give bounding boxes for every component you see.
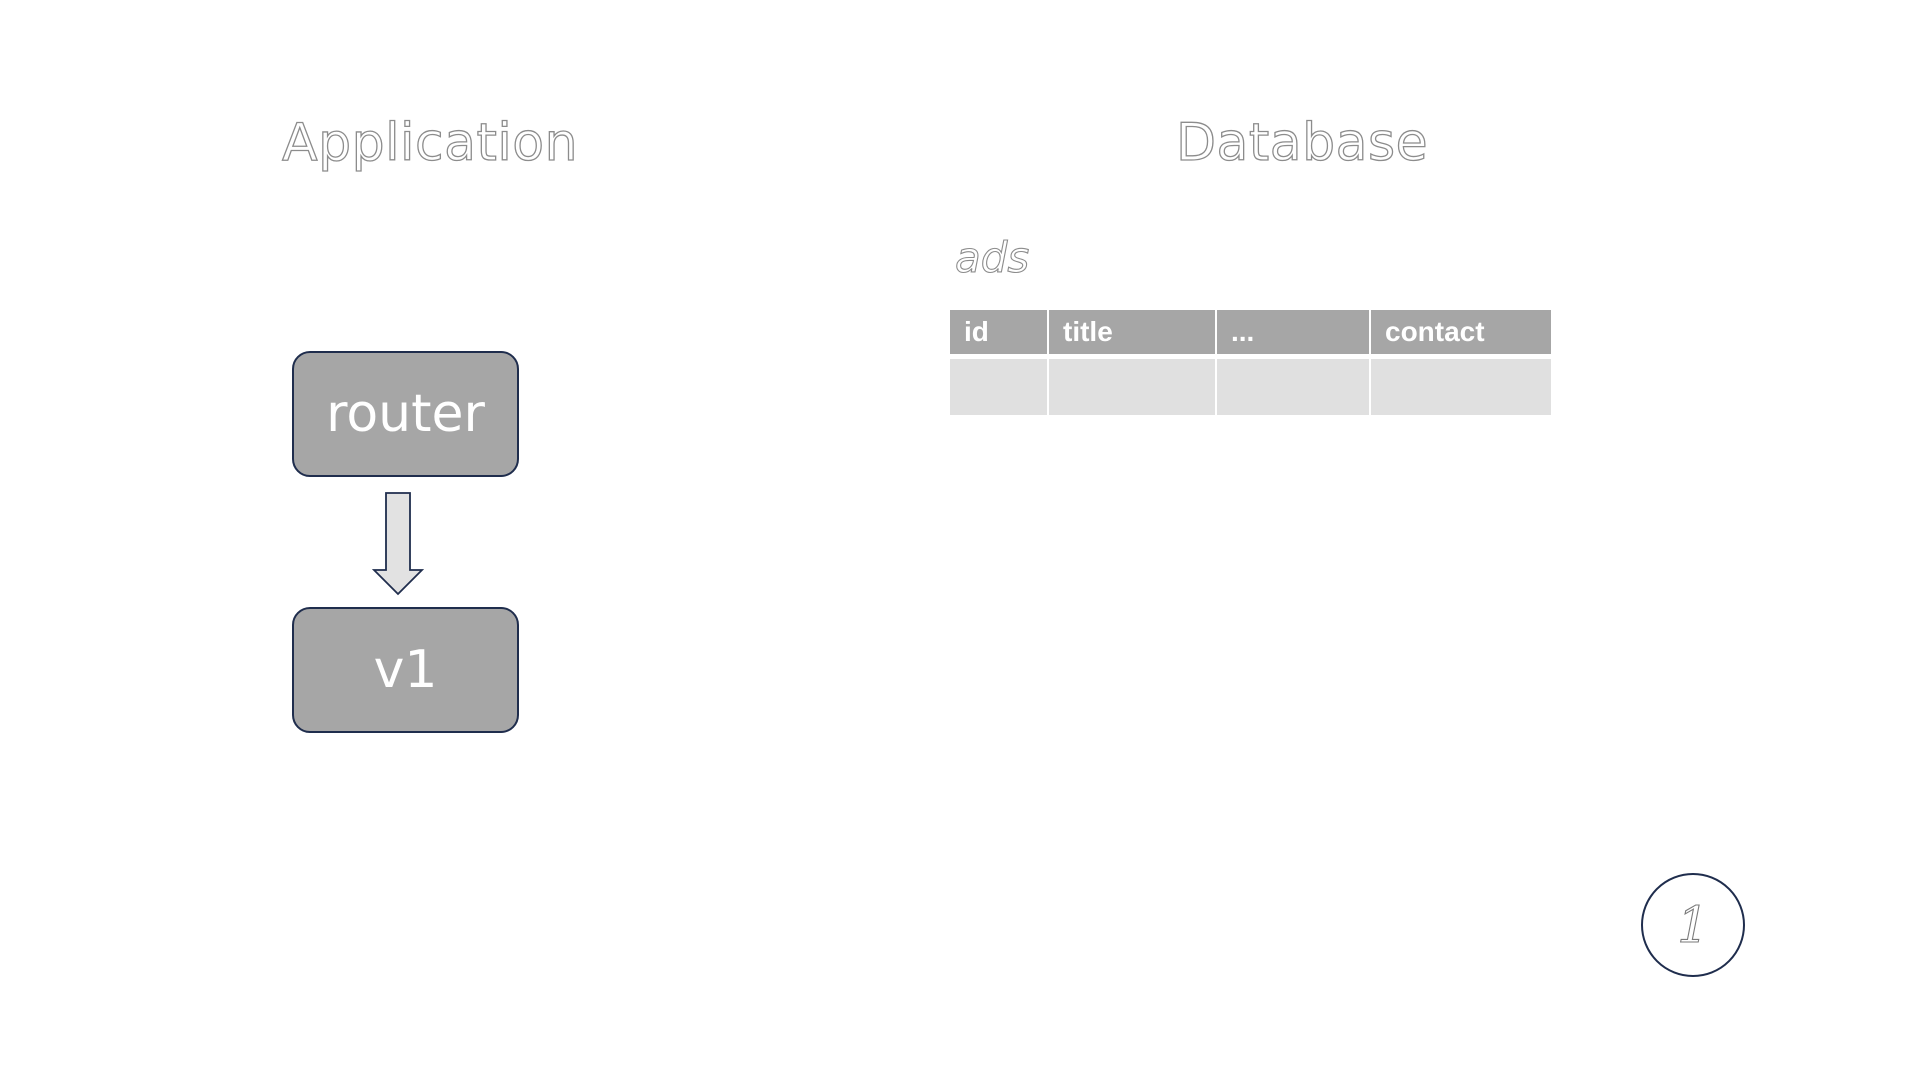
table-cell (1371, 359, 1551, 415)
column-header-ellipsis: ... (1217, 310, 1371, 359)
router-node-label: router (326, 384, 485, 444)
table-cell (950, 359, 1049, 415)
router-node: router (292, 351, 519, 477)
table-row (950, 359, 1551, 415)
v1-node-label: v1 (373, 640, 438, 700)
column-header-id: id (950, 310, 1049, 359)
ads-table: id title ... contact (950, 310, 1551, 415)
slide-number-badge: 1 (1641, 873, 1745, 977)
v1-node: v1 (292, 607, 519, 733)
database-title: Database (1175, 112, 1429, 173)
column-header-title: title (1049, 310, 1217, 359)
column-header-contact: contact (1371, 310, 1551, 359)
table-header-row: id title ... contact (950, 310, 1551, 359)
down-arrow-icon (372, 492, 424, 596)
table-name: ads (954, 232, 1030, 282)
slide-number: 1 (1677, 895, 1710, 954)
table-cell (1217, 359, 1371, 415)
table-cell (1049, 359, 1217, 415)
application-title: Application (281, 112, 579, 173)
